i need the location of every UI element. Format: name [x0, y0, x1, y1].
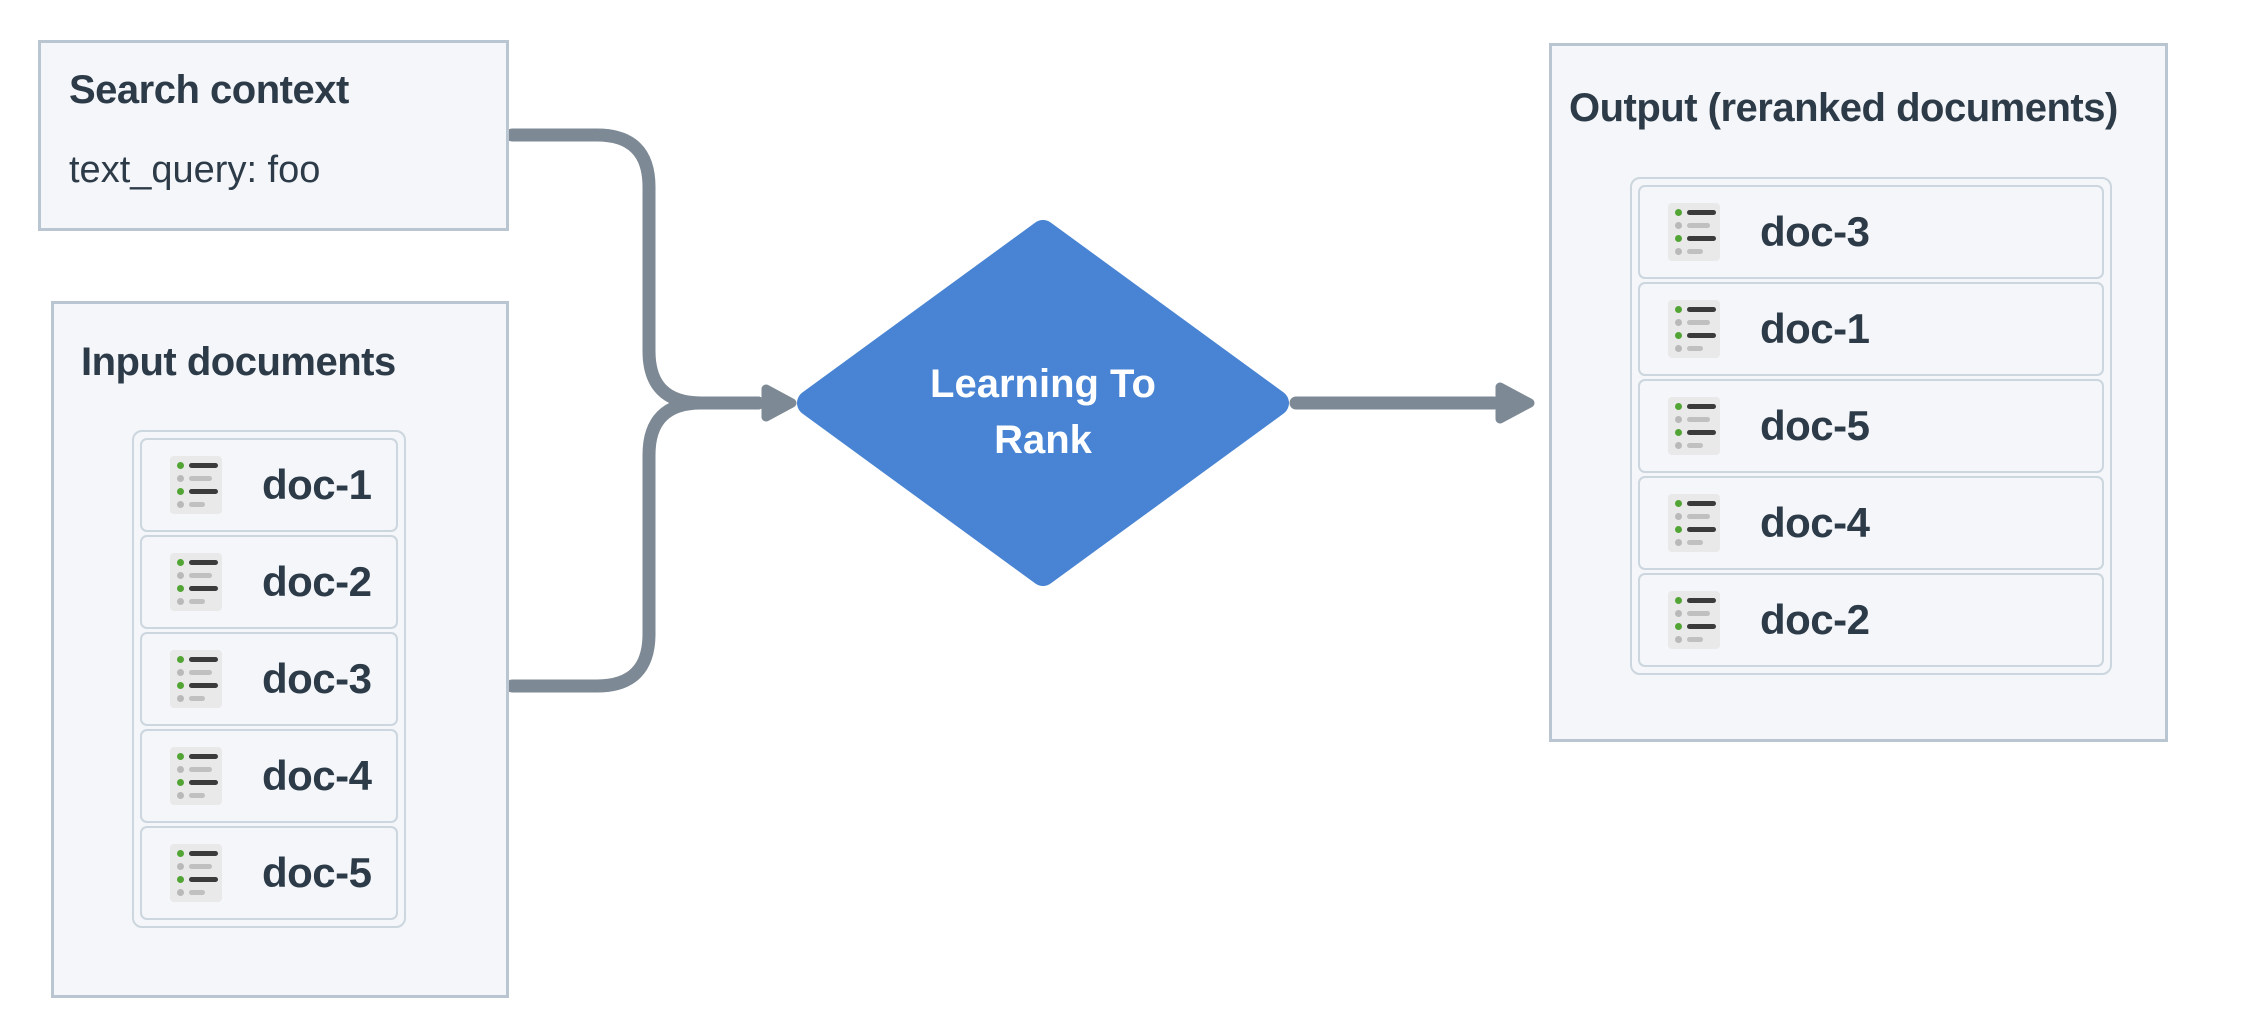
- doc-card: doc-1: [140, 438, 398, 532]
- merge-arrowhead-icon: [761, 384, 797, 422]
- doc-label: doc-1: [1760, 305, 1870, 352]
- doc-card: doc-3: [1638, 185, 2104, 279]
- doc-list-icon: [1668, 591, 1720, 649]
- doc-list-icon: [170, 553, 222, 611]
- input-doc-list: doc-1 doc-2 doc-3 doc-4 doc-5: [132, 430, 406, 928]
- doc-card: doc-5: [1638, 379, 2104, 473]
- doc-card: doc-3: [140, 632, 398, 726]
- doc-card: doc-5: [140, 826, 398, 920]
- search-context-query: text_query: foo: [69, 149, 321, 191]
- doc-card: doc-1: [1638, 282, 2104, 376]
- learning-to-rank-diamond: [797, 220, 1289, 586]
- output-box: Output (reranked documents) doc-3 doc-1 …: [1549, 43, 2168, 742]
- output-arrowhead-icon: [1495, 382, 1535, 424]
- doc-label: doc-5: [262, 849, 372, 896]
- doc-label: doc-4: [1760, 499, 1870, 546]
- output-title: Output (reranked documents): [1569, 86, 2118, 130]
- output-doc-list: doc-3 doc-1 doc-5 doc-4 doc-2: [1630, 177, 2112, 675]
- doc-list-icon: [170, 650, 222, 708]
- doc-list-icon: [1668, 203, 1720, 261]
- doc-list-icon: [1668, 494, 1720, 552]
- search-context-title: Search context: [69, 68, 349, 112]
- doc-label: doc-1: [262, 461, 372, 508]
- doc-label: doc-2: [1760, 596, 1870, 643]
- doc-label: doc-2: [262, 558, 372, 605]
- merge-connector-bottom: [505, 396, 765, 693]
- learning-to-rank-label: Learning To Rank: [823, 356, 1263, 468]
- doc-label: doc-3: [262, 655, 372, 702]
- doc-list-icon: [1668, 300, 1720, 358]
- doc-card: doc-2: [1638, 573, 2104, 667]
- doc-label: doc-5: [1760, 402, 1870, 449]
- search-context-box: Search context text_query: foo: [38, 40, 509, 231]
- merge-connector-top: [505, 128, 765, 410]
- input-documents-title: Input documents: [81, 340, 396, 384]
- doc-list-icon: [170, 747, 222, 805]
- doc-list-icon: [170, 844, 222, 902]
- doc-card: doc-4: [140, 729, 398, 823]
- doc-card: doc-2: [140, 535, 398, 629]
- learning-to-rank-label-line2: Rank: [994, 418, 1092, 462]
- doc-card: doc-4: [1638, 476, 2104, 570]
- doc-list-icon: [1668, 397, 1720, 455]
- doc-label: doc-4: [262, 752, 372, 799]
- doc-list-icon: [170, 456, 222, 514]
- input-documents-box: Input documents doc-1 doc-2 doc-3 doc-4 …: [51, 301, 509, 998]
- doc-label: doc-3: [1760, 208, 1870, 255]
- learning-to-rank-label-line1: Learning To: [930, 362, 1156, 406]
